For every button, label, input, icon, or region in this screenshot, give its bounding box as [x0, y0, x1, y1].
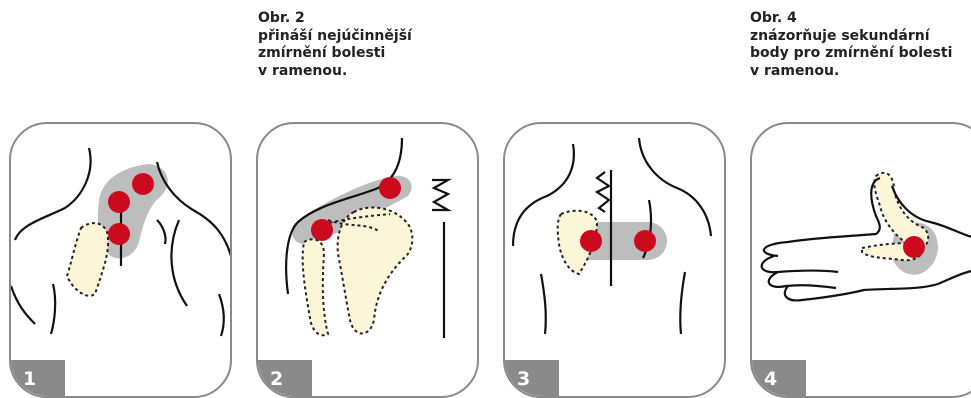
figure-4-caption: Obr. 4 znázorňuje sekundární body pro zm… [750, 10, 952, 80]
pressure-point [903, 236, 925, 258]
neck-shoulder-illustration [11, 124, 232, 398]
pressure-point [379, 177, 401, 199]
caption-line: v ramenou. [750, 63, 952, 81]
pressure-point [634, 230, 656, 252]
panel-3: 3 [503, 122, 726, 398]
pressure-point [108, 223, 130, 245]
panel-number: 1 [9, 360, 65, 398]
panel-number: 3 [503, 360, 559, 398]
caption-line: zmírnění bolesti [258, 45, 412, 63]
humerus-outline [303, 239, 328, 335]
caption-label: Obr. 2 [258, 10, 412, 28]
caption-line: v ramenou. [258, 63, 412, 81]
shoulder-blade-illustration [258, 124, 479, 398]
pressure-point [132, 173, 154, 195]
figure-2-caption: Obr. 2 přináší nejúčinnější zmírnění bol… [258, 10, 412, 80]
hand-illustration [752, 124, 971, 398]
thumb-bone-outline [874, 173, 928, 248]
caption-line: znázorňuje sekundární [750, 28, 952, 46]
panel-4: 4 [750, 122, 971, 398]
panel-number: 4 [750, 360, 806, 398]
caption-label: Obr. 4 [750, 10, 952, 28]
caption-line: body pro zmírnění bolesti [750, 45, 952, 63]
scapula-outline [338, 208, 413, 334]
pressure-point [311, 219, 333, 241]
scapula-outline [67, 223, 108, 296]
panel-1: 1 [9, 122, 232, 398]
pressure-point [580, 230, 602, 252]
panel-number: 2 [256, 360, 312, 398]
panel-2: 2 [256, 122, 479, 398]
pressure-point [108, 191, 130, 213]
upper-back-illustration [505, 124, 726, 398]
caption-line: přináší nejúčinnější [258, 28, 412, 46]
